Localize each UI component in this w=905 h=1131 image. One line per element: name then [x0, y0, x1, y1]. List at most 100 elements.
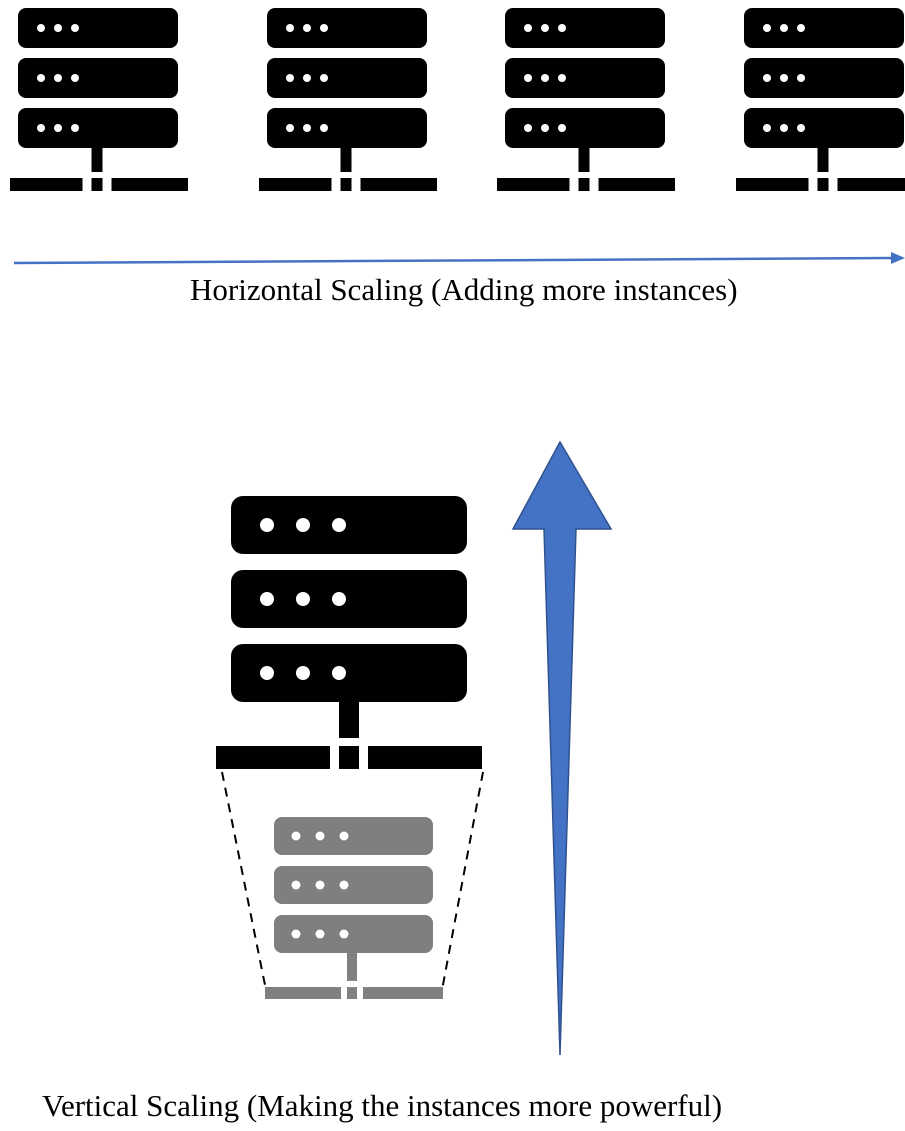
- server-led-dot: [524, 24, 532, 32]
- server-led-dot: [37, 74, 45, 82]
- server-led-dot: [291, 880, 301, 890]
- server-led-dot: [524, 124, 532, 132]
- server-unit: [267, 8, 427, 48]
- server-led-dot: [286, 74, 294, 82]
- server-rack-icon: [736, 8, 905, 191]
- server-base-left: [265, 987, 341, 999]
- server-unit: [267, 58, 427, 98]
- vertical-scaling-label: Vertical Scaling (Making the instances m…: [42, 1088, 723, 1123]
- server-led-dot: [524, 74, 532, 82]
- server-base-center: [340, 178, 352, 191]
- server-rack-icon: [259, 8, 437, 191]
- server-base-right: [360, 178, 437, 191]
- server-base-center: [91, 178, 103, 191]
- server-led-dot: [260, 666, 274, 680]
- server-stem: [340, 148, 352, 172]
- server-base-right: [598, 178, 675, 191]
- server-led-dot: [71, 124, 79, 132]
- server-stem: [347, 953, 357, 981]
- server-led-dot: [332, 518, 346, 532]
- server-led-dot: [780, 124, 788, 132]
- server-led-dot: [54, 74, 62, 82]
- server-led-dot: [296, 666, 310, 680]
- server-unit: [274, 915, 433, 953]
- server-unit: [18, 58, 178, 98]
- server-led-dot: [303, 74, 311, 82]
- server-led-dot: [558, 74, 566, 82]
- server-led-dot: [763, 24, 771, 32]
- server-led-dot: [260, 518, 274, 532]
- server-led-dot: [37, 124, 45, 132]
- server-unit: [231, 496, 467, 554]
- server-base-left: [736, 178, 809, 191]
- server-led-dot: [797, 24, 805, 32]
- server-led-dot: [339, 880, 349, 890]
- server-unit: [505, 8, 665, 48]
- server-base-right: [363, 987, 443, 999]
- server-led-dot: [763, 124, 771, 132]
- server-led-dot: [37, 24, 45, 32]
- server-led-dot: [541, 124, 549, 132]
- server-unit: [267, 108, 427, 148]
- server-unit: [505, 108, 665, 148]
- server-stem: [578, 148, 590, 172]
- server-led-dot: [260, 592, 274, 606]
- server-led-dot: [320, 124, 328, 132]
- server-unit: [744, 58, 904, 98]
- server-led-dot: [541, 24, 549, 32]
- server-led-dot: [303, 24, 311, 32]
- server-led-dot: [763, 74, 771, 82]
- server-rack-icon: [10, 8, 188, 191]
- server-led-dot: [320, 74, 328, 82]
- server-stem: [91, 148, 103, 172]
- server-led-dot: [332, 666, 346, 680]
- server-led-dot: [339, 929, 349, 939]
- server-led-dot: [558, 124, 566, 132]
- server-led-dot: [315, 929, 325, 939]
- server-led-dot: [291, 831, 301, 841]
- server-led-dot: [54, 24, 62, 32]
- server-led-dot: [780, 74, 788, 82]
- server-unit: [744, 8, 904, 48]
- horizontal-arrow: [13, 252, 905, 265]
- server-base-right: [111, 178, 188, 191]
- vertical-arrow: [511, 440, 613, 1056]
- server-led-dot: [286, 24, 294, 32]
- server-base-center: [578, 178, 590, 191]
- server-led-dot: [291, 929, 301, 939]
- server-led-dot: [541, 74, 549, 82]
- horizontal-server-row: [10, 8, 905, 191]
- server-unit: [18, 108, 178, 148]
- server-rack-large-icon: [216, 496, 482, 769]
- server-led-dot: [296, 518, 310, 532]
- server-base-center: [339, 746, 359, 769]
- server-base-center: [817, 178, 829, 191]
- server-led-dot: [315, 831, 325, 841]
- server-unit: [231, 570, 467, 628]
- server-unit: [505, 58, 665, 98]
- server-base-center: [347, 987, 357, 999]
- server-led-dot: [71, 74, 79, 82]
- server-led-dot: [296, 592, 310, 606]
- server-rack-icon: [497, 8, 675, 191]
- server-base-left: [10, 178, 83, 191]
- server-led-dot: [71, 24, 79, 32]
- server-led-dot: [332, 592, 346, 606]
- horizontal-scaling-label: Horizontal Scaling (Adding more instance…: [190, 272, 738, 307]
- server-led-dot: [797, 124, 805, 132]
- server-led-dot: [303, 124, 311, 132]
- server-led-dot: [286, 124, 294, 132]
- server-stem: [817, 148, 829, 172]
- server-unit: [18, 8, 178, 48]
- server-base-left: [216, 746, 330, 769]
- server-unit: [274, 866, 433, 904]
- server-base-right: [368, 746, 482, 769]
- server-unit: [274, 817, 433, 855]
- server-stem: [339, 702, 359, 738]
- server-led-dot: [315, 880, 325, 890]
- server-led-dot: [780, 24, 788, 32]
- server-rack-small-icon: [265, 817, 443, 999]
- server-led-dot: [797, 74, 805, 82]
- server-unit: [231, 644, 467, 702]
